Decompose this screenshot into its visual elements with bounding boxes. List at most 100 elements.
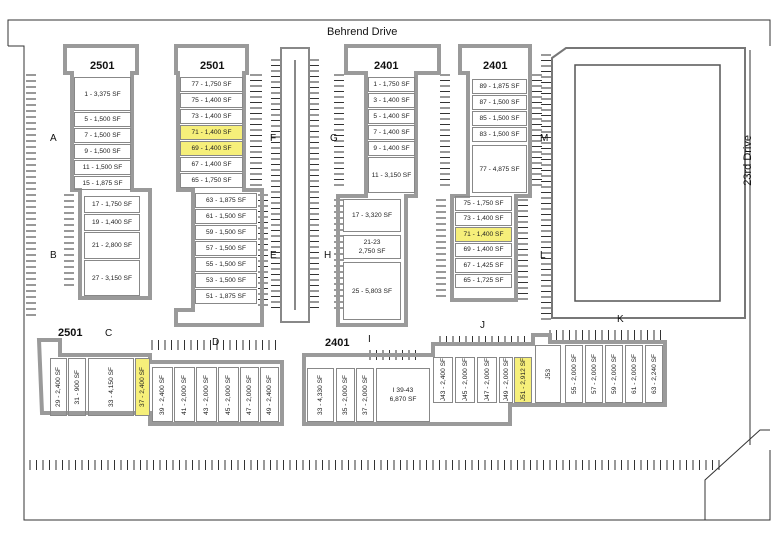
unit[interactable]: 39 - 2,400 SF	[152, 367, 173, 422]
unit[interactable]: 77 - 4,875 SF	[472, 145, 527, 193]
unit[interactable]: 1 - 1,750 SF	[368, 77, 415, 92]
unit[interactable]: 35 - 2,000 SF	[336, 368, 355, 422]
behrend-drive-label: Behrend Drive	[327, 26, 398, 38]
unit[interactable]: 7 - 1,500 SF	[74, 128, 131, 143]
building-2401-a-label: 2401	[374, 60, 399, 72]
unit[interactable]: 15 - 1,875 SF	[74, 176, 131, 190]
unit[interactable]: J45 - 2,000 SF	[455, 357, 475, 403]
unit[interactable]: 75 - 1,400 SF	[180, 93, 243, 108]
unit[interactable]: 75 - 1,750 SF	[455, 196, 512, 211]
unit-label: 35 - 2,000 SF	[342, 375, 349, 415]
unit-label: 65 - 1,750 SF	[191, 177, 232, 184]
unit[interactable]: 69 - 1,400 SF	[455, 242, 512, 257]
section-e-label: E	[270, 250, 277, 261]
section-m-label: M	[540, 133, 549, 144]
unit[interactable]: 27 - 3,150 SF	[84, 260, 140, 296]
unit[interactable]: 65 - 1,750 SF	[180, 173, 243, 188]
unit[interactable]: 43 - 2,000 SF	[196, 367, 217, 422]
large-lot-inner	[574, 64, 721, 302]
unit[interactable]: 67 - 1,425 SF	[455, 258, 512, 273]
unit[interactable]: 65 - 1,725 SF	[455, 273, 512, 288]
unit-label: 21 - 2,800 SF	[92, 242, 132, 249]
unit-label: 77 - 4,875 SF	[479, 165, 520, 173]
unit-label: 19 - 1,400 SF	[92, 219, 132, 226]
building-2501-west	[63, 44, 152, 300]
unit-label: 33 - 4,330 SF	[317, 375, 324, 415]
unit[interactable]: 57 - 1,500 SF	[195, 241, 257, 256]
unit-label: 69 - 1,400 SF	[191, 145, 232, 152]
building-2501-south	[36, 338, 284, 426]
unit[interactable]: 61 - 2,000 SF	[625, 345, 643, 403]
unit[interactable]: J53	[535, 345, 561, 403]
unit[interactable]: 49 - 2,400 SF	[260, 367, 279, 422]
unit[interactable]: 45 - 2,000 SF	[218, 367, 239, 422]
unit[interactable]: 87 - 1,500 SF	[472, 95, 527, 110]
unit-label: 27 - 3,150 SF	[92, 274, 132, 282]
unit-label: J53	[544, 368, 552, 380]
unit[interactable]: 61 - 1,500 SF	[195, 209, 257, 224]
unit[interactable]: 59 - 2,000 SF	[605, 345, 623, 403]
unit[interactable]: 3 - 1,400 SF	[368, 93, 415, 108]
building-2501-b-label: 2501	[200, 60, 225, 72]
unit[interactable]: 9 - 1,500 SF	[74, 144, 131, 159]
unit[interactable]: 25 - 5,803 SF	[343, 262, 401, 320]
unit[interactable]: 11 - 3,150 SF	[368, 157, 415, 193]
property-boundary	[7, 19, 771, 46]
unit-label: 55 - 1,500 SF	[206, 261, 246, 268]
unit[interactable]: 69 - 1,400 SF	[180, 141, 243, 156]
unit[interactable]: 71 - 1,400 SF	[180, 125, 243, 140]
unit[interactable]: 77 - 1,750 SF	[180, 77, 243, 92]
unit[interactable]: 51 - 1,875 SF	[195, 289, 257, 304]
unit[interactable]: 29 - 2,400 SF	[50, 358, 67, 416]
unit[interactable]: 71 - 1,400 SF	[455, 227, 512, 242]
section-g-label: G	[330, 133, 338, 144]
unit[interactable]: 73 - 1,400 SF	[455, 211, 512, 226]
unit[interactable]: 83 - 1,500 SF	[472, 127, 527, 142]
unit[interactable]: 63 - 2,240 SF	[645, 345, 663, 403]
unit[interactable]: 55 - 2,000 SF	[565, 345, 583, 403]
unit[interactable]: 37 - 2,400 SF	[135, 358, 150, 416]
unit[interactable]: 17 - 3,320 SF	[343, 199, 401, 232]
unit[interactable]: 7 - 1,400 SF	[368, 125, 415, 140]
unit-label: 17 - 1,750 SF	[92, 201, 132, 208]
unit[interactable]: J43 - 2,400 SF	[433, 357, 453, 403]
unit[interactable]: 5 - 1,400 SF	[368, 109, 415, 124]
unit[interactable]: J47 - 2,000 SF	[477, 357, 497, 403]
unit-label: 75 - 1,750 SF	[463, 199, 504, 207]
unit[interactable]: 5 - 1,500 SF	[74, 112, 131, 127]
unit[interactable]: 33 - 4,330 SF	[307, 368, 334, 422]
unit[interactable]: 17 - 1,750 SF	[84, 196, 140, 213]
unit[interactable]: 63 - 1,875 SF	[195, 193, 257, 208]
unit[interactable]: 85 - 1,500 SF	[472, 111, 527, 126]
unit[interactable]: 19 - 1,400 SF	[84, 214, 140, 231]
unit[interactable]: 55 - 1,500 SF	[195, 257, 257, 272]
unit[interactable]: 57 - 2,000 SF	[585, 345, 603, 403]
section-k-label: K	[617, 314, 624, 325]
unit-label: 43 - 2,000 SF	[203, 374, 210, 415]
unit[interactable]: J51 - 2,912 SF	[514, 357, 532, 403]
unit[interactable]: 33 - 4,150 SF	[88, 358, 134, 416]
unit[interactable]: 11 - 1,500 SF	[74, 160, 131, 175]
unit-label: 33 - 4,150 SF	[107, 367, 115, 407]
unit[interactable]: 21 - 2,800 SF	[84, 232, 140, 259]
unit[interactable]: 53 - 1,500 SF	[195, 273, 257, 288]
building-2401-b-label: 2401	[483, 60, 508, 72]
island-between-b1-b2	[280, 47, 310, 323]
unit[interactable]: 89 - 1,875 SF	[472, 79, 527, 94]
unit[interactable]: 9 - 1,400 SF	[368, 141, 415, 156]
unit[interactable]: 41 - 2,000 SF	[174, 367, 195, 422]
unit[interactable]: J49 - 2,000 SF	[499, 357, 513, 403]
unit[interactable]: 67 - 1,400 SF	[180, 157, 243, 172]
unit[interactable]: 47 - 2,000 SF	[240, 367, 259, 422]
unit[interactable]: 59 - 1,500 SF	[195, 225, 257, 240]
unit[interactable]: 37 - 2,000 SF	[356, 368, 374, 422]
unit[interactable]: 31 - 900 SF	[68, 358, 86, 416]
unit[interactable]: 73 - 1,400 SF	[180, 109, 243, 124]
unit-label: J45 - 2,000 SF	[461, 358, 469, 402]
unit-label: 71 - 1,400 SF	[191, 129, 232, 136]
unit[interactable]: 1 - 3,375 SF	[74, 77, 131, 111]
unit-label: 59 - 1,500 SF	[206, 229, 246, 236]
property-boundary-left	[8, 45, 771, 521]
